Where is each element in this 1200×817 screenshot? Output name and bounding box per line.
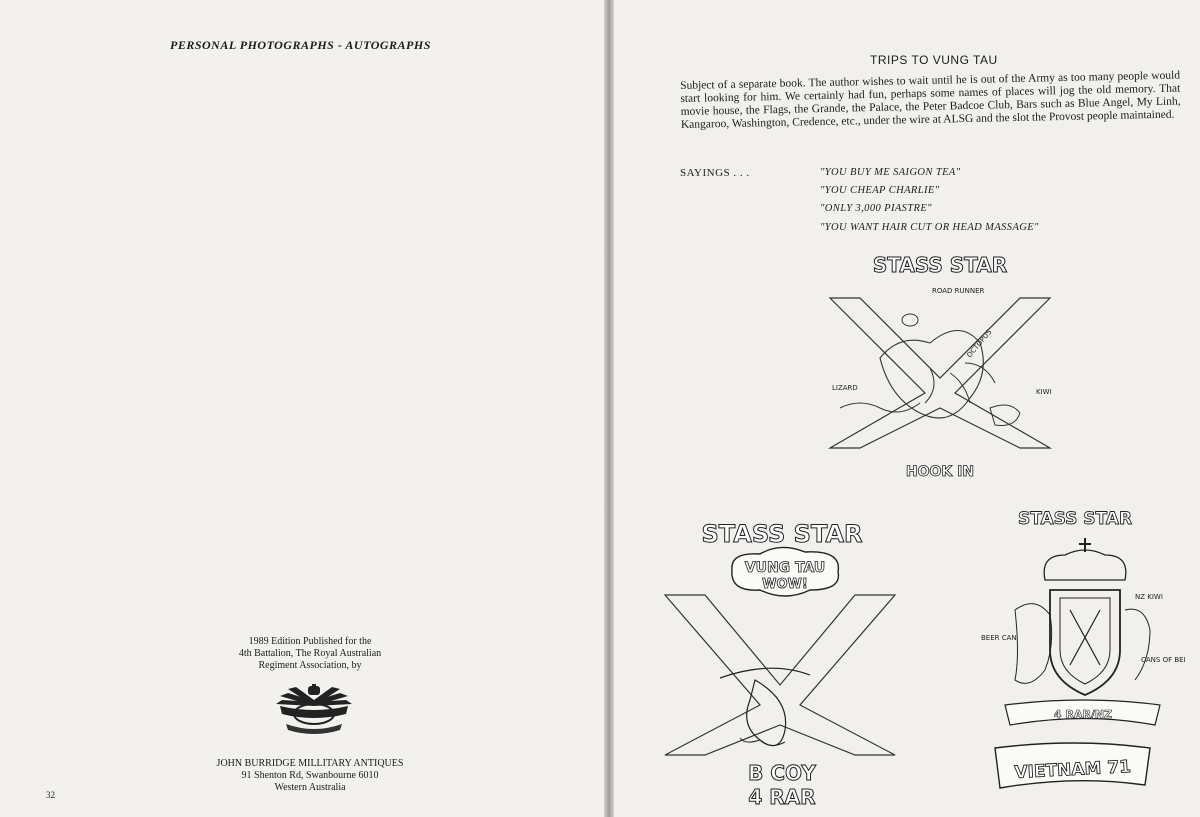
drawing-label: OCTOPUS <box>965 328 993 360</box>
publisher-line: JOHN BURRIDGE MILLITARY ANTIQUES <box>216 758 404 769</box>
logo-title: STASS STAR <box>873 253 1007 277</box>
body-paragraph: Subject of a separate book. The author w… <box>680 69 1181 131</box>
logo-bottom-text: 4 RAR <box>748 785 815 809</box>
drawing-label: ROAD RUNNER <box>932 287 985 295</box>
logo-bottom-text: B COY <box>748 761 816 785</box>
saying-item: "YOU CHEAP CHARLIE" <box>820 185 940 196</box>
stass-star-hook-in-logo: STASS STAR ROAD RUNNER OCTOPUS LIZARD KI… <box>827 253 1053 480</box>
publication-note: 1989 Edition Published for the 4th Batta… <box>190 636 430 672</box>
publication-line: Regiment Association, by <box>258 660 362 671</box>
publisher-line: 91 Shenton Rd, Swanbourne 6010 <box>241 770 379 781</box>
stass-star-b-coy-logo: STASS STAR VUNG TAU WOW! B COY 4 RAR <box>663 520 897 810</box>
page-title: TRIPS TO VUNG TAU <box>870 53 998 67</box>
sayings-label: SAYINGS . . . <box>680 167 750 179</box>
saying-item: "ONLY 3,000 PIASTRE" <box>820 203 932 214</box>
logo-title: STASS STAR <box>1018 509 1132 529</box>
logo-title: STASS STAR <box>701 520 862 548</box>
bubble-text: WOW! <box>762 577 808 592</box>
bubble-text: VUNG TAU <box>745 560 826 576</box>
drawing-label: LIZARD <box>832 384 858 392</box>
saying-item: "YOU BUY ME SAIGON TEA" <box>820 167 961 178</box>
drawing-label: KIWI <box>1036 388 1052 396</box>
rising-sun-badge-icon <box>276 684 352 734</box>
book-gutter <box>604 0 616 817</box>
page-number: 32 <box>46 790 55 800</box>
left-page: PERSONAL PHOTOGRAPHS - AUTOGRAPHS 1989 E… <box>0 0 606 817</box>
right-page <box>614 0 1200 817</box>
stass-star-4rar-nz-logo: STASS STAR NZ KIWI BEER CAN CANS OF BEER… <box>981 509 1185 789</box>
publication-line: 1989 Edition Published for the <box>248 636 372 647</box>
saying-item: "YOU WANT HAIR CUT OR HEAD MASSAGE" <box>820 222 1039 233</box>
ribbon-text: 4 RAR/NZ <box>1054 708 1112 721</box>
logo-bottom-text: HOOK IN <box>906 464 974 480</box>
publisher-line: Western Australia <box>274 782 346 793</box>
drawing-label: NZ KIWI <box>1135 593 1163 601</box>
left-page-heading: PERSONAL PHOTOGRAPHS - AUTOGRAPHS <box>170 38 431 52</box>
drawing-label: CANS OF BEER <box>1141 656 1185 664</box>
publisher-address: JOHN BURRIDGE MILLITARY ANTIQUES 91 Shen… <box>200 758 420 794</box>
drawing-label: BEER CAN <box>981 634 1017 642</box>
publication-line: 4th Battalion, The Royal Australian <box>238 648 382 659</box>
